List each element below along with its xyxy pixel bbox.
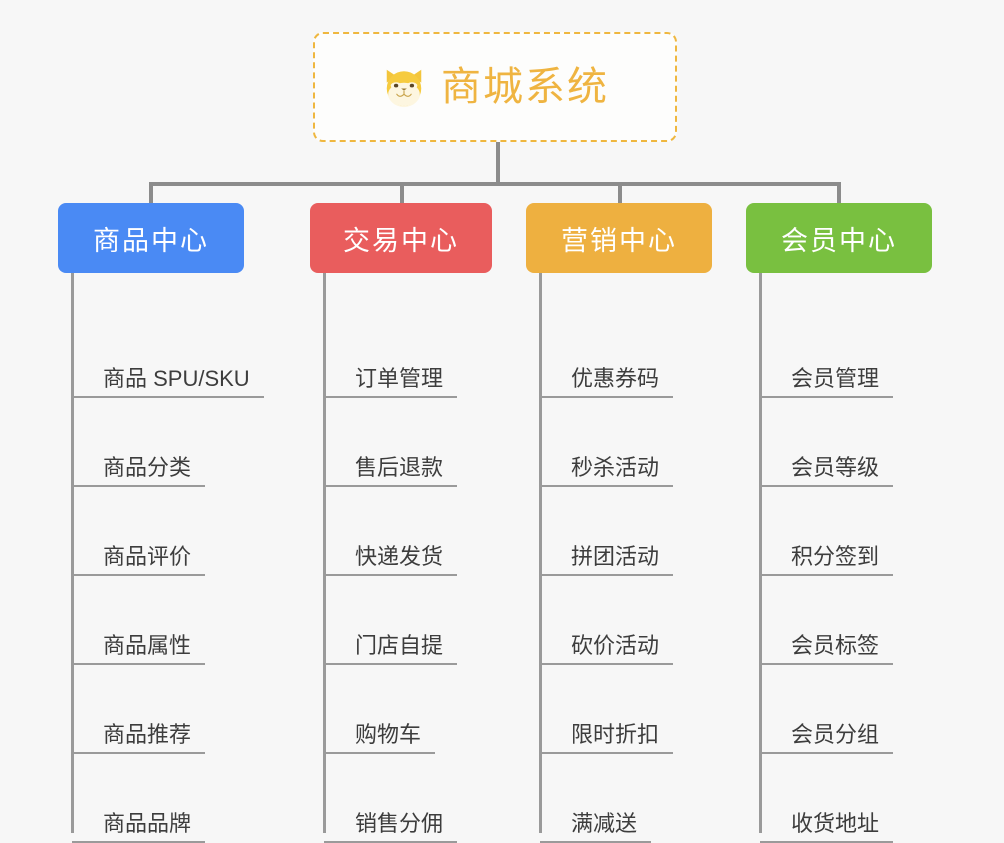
category-label: 营销中心 [561, 225, 677, 256]
leaf-label: 满减送 [540, 812, 652, 843]
list-item[interactable]: 商品分类 [58, 398, 244, 487]
leaf-list-marketing: 优惠券码 秒杀活动 拼团活动 砍价活动 限时折扣 满减送 [526, 273, 712, 843]
list-item[interactable]: 会员等级 [746, 398, 932, 487]
list-item[interactable]: 商品品牌 [58, 754, 244, 843]
leaf-label: 会员分组 [760, 723, 894, 754]
leaf-label: 售后退款 [324, 456, 458, 487]
list-item[interactable]: 积分签到 [746, 487, 932, 576]
connector-drop-3 [618, 182, 622, 206]
list-item[interactable]: 会员分组 [746, 665, 932, 754]
shiba-dog-face-icon [386, 69, 422, 108]
leaf-label: 销售分佣 [324, 812, 458, 843]
list-item[interactable]: 商品 SPU/SKU [58, 273, 264, 398]
root-node[interactable]: 商城系统 [313, 32, 677, 142]
category-header-marketing[interactable]: 营销中心 [526, 203, 712, 273]
leaf-label: 商品属性 [72, 634, 206, 665]
connector-drop-4 [837, 182, 841, 206]
category-label: 商品中心 [93, 225, 209, 256]
leaf-label: 会员等级 [760, 456, 894, 487]
leaf-label: 积分签到 [760, 545, 894, 576]
category-header-member[interactable]: 会员中心 [746, 203, 932, 273]
leaf-label: 商品推荐 [72, 723, 206, 754]
category-column-marketing: 营销中心 优惠券码 秒杀活动 拼团活动 砍价活动 限时折扣 满减送 [526, 203, 712, 843]
leaf-label: 会员管理 [760, 367, 894, 398]
leaf-list-member: 会员管理 会员等级 积分签到 会员标签 会员分组 收货地址 [746, 273, 932, 843]
list-item[interactable]: 商品属性 [58, 576, 244, 665]
list-item[interactable]: 会员管理 [746, 273, 932, 398]
connector-bus-bar [149, 182, 841, 186]
list-item[interactable]: 会员标签 [746, 576, 932, 665]
leaf-list-product: 商品 SPU/SKU 商品分类 商品评价 商品属性 商品推荐 商品品牌 [58, 273, 264, 843]
category-header-product[interactable]: 商品中心 [58, 203, 244, 273]
leaf-label: 砍价活动 [540, 634, 674, 665]
leaf-label: 门店自提 [324, 634, 458, 665]
connector-drop-2 [400, 182, 404, 206]
leaf-label: 快递发货 [324, 545, 458, 576]
list-item[interactable]: 满减送 [526, 754, 712, 843]
category-column-member: 会员中心 会员管理 会员等级 积分签到 会员标签 会员分组 收货地址 [746, 203, 932, 843]
list-item[interactable]: 优惠券码 [526, 273, 712, 398]
root-title: 商城系统 [441, 65, 609, 109]
list-item[interactable]: 销售分佣 [310, 754, 492, 843]
list-item[interactable]: 快递发货 [310, 487, 492, 576]
leaf-label: 会员标签 [760, 634, 894, 665]
leaf-label: 购物车 [324, 723, 436, 754]
category-column-product: 商品中心 商品 SPU/SKU 商品分类 商品评价 商品属性 商品推荐 商品品牌 [58, 203, 264, 843]
list-item[interactable]: 拼团活动 [526, 487, 712, 576]
category-label: 会员中心 [781, 225, 897, 256]
connector-spine [539, 273, 542, 833]
connector-spine [323, 273, 326, 833]
leaf-label: 限时折扣 [540, 723, 674, 754]
list-item[interactable]: 限时折扣 [526, 665, 712, 754]
list-item[interactable]: 砍价活动 [526, 576, 712, 665]
leaf-label: 商品评价 [72, 545, 206, 576]
connector-spine [71, 273, 74, 833]
list-item[interactable]: 订单管理 [310, 273, 492, 398]
connector-drop-1 [149, 182, 153, 206]
leaf-label: 秒杀活动 [540, 456, 674, 487]
connector-spine [759, 273, 762, 833]
leaf-label: 拼团活动 [540, 545, 674, 576]
connector-root-stem [496, 142, 500, 184]
leaf-label: 收货地址 [760, 812, 894, 843]
list-item[interactable]: 门店自提 [310, 576, 492, 665]
leaf-label: 商品 SPU/SKU [72, 367, 264, 398]
list-item[interactable]: 购物车 [310, 665, 492, 754]
category-header-trade[interactable]: 交易中心 [310, 203, 492, 273]
leaf-label: 优惠券码 [540, 367, 674, 398]
category-label: 交易中心 [343, 225, 459, 256]
leaf-list-trade: 订单管理 售后退款 快递发货 门店自提 购物车 销售分佣 [310, 273, 492, 843]
list-item[interactable]: 售后退款 [310, 398, 492, 487]
leaf-label: 商品分类 [72, 456, 206, 487]
list-item[interactable]: 收货地址 [746, 754, 932, 843]
list-item[interactable]: 秒杀活动 [526, 398, 712, 487]
category-column-trade: 交易中心 订单管理 售后退款 快递发货 门店自提 购物车 销售分佣 [310, 203, 492, 843]
list-item[interactable]: 商品推荐 [58, 665, 244, 754]
leaf-label: 订单管理 [324, 367, 458, 398]
list-item[interactable]: 商品评价 [58, 487, 244, 576]
leaf-label: 商品品牌 [72, 812, 206, 843]
